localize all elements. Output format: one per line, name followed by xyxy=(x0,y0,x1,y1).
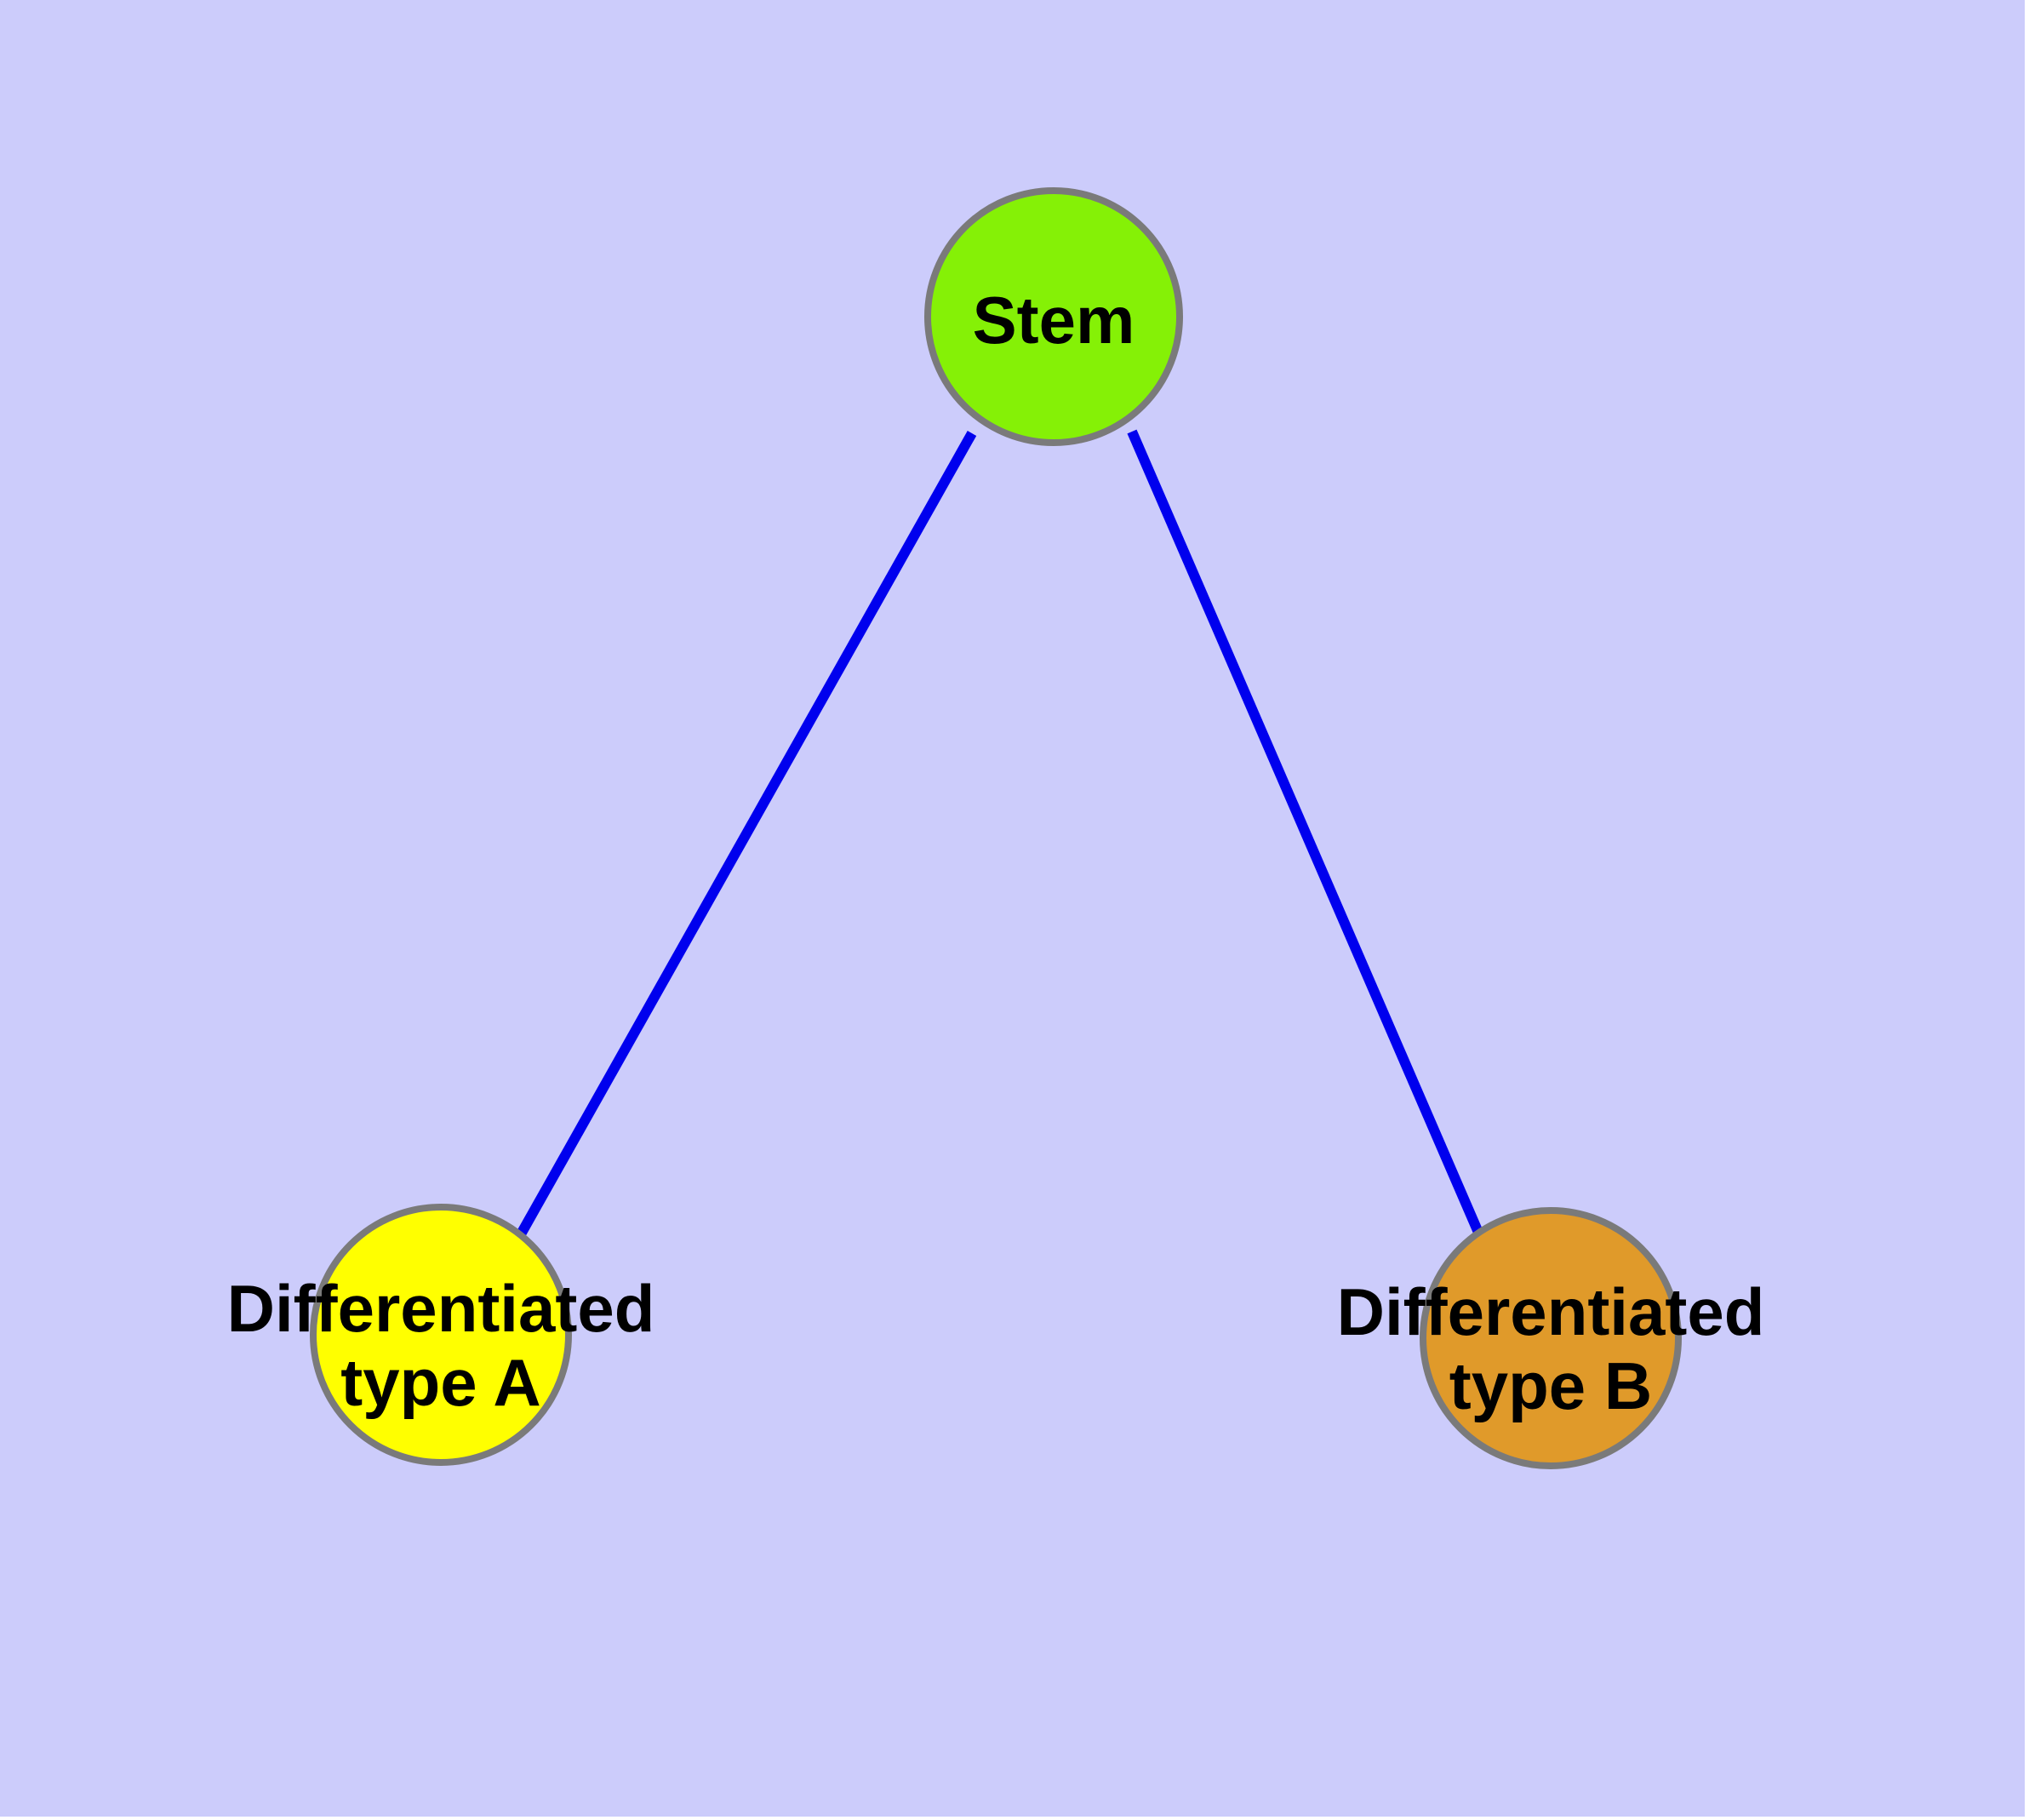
node-differentiated-type-b[interactable] xyxy=(1420,1207,1682,1469)
edge-stem-to-differentiated-type-b xyxy=(1127,429,1484,1237)
node-stem[interactable] xyxy=(924,187,1183,446)
node-differentiated-type-a[interactable] xyxy=(310,1204,572,1466)
edge-stem-to-differentiated-type-a xyxy=(517,431,977,1235)
